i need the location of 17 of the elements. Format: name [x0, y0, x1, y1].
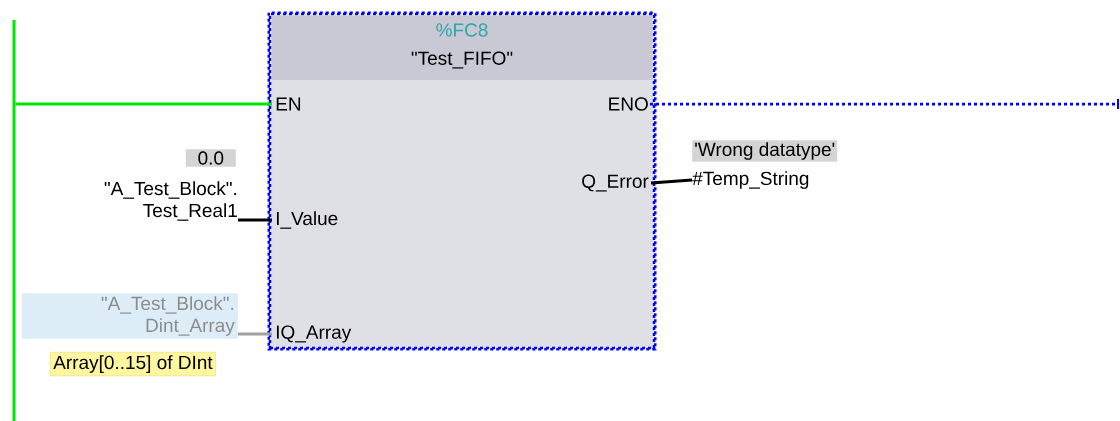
tooltip-box: Array[0..15] of DInt	[50, 352, 216, 377]
wire	[650, 98, 1119, 110]
wire	[238, 218, 272, 222]
value-box: 0.0	[185, 149, 236, 167]
pin-label: EN	[276, 97, 301, 111]
operand-label: #Temp_String	[692, 171, 809, 189]
pin-label: IQ_Array	[276, 325, 352, 343]
power-rail	[12, 20, 16, 421]
operand-label: "A_Test_Block". Test_Real1	[104, 181, 237, 221]
value-box: 'Wrong datatype'	[692, 140, 838, 162]
pin-label: Q_Error	[582, 174, 649, 192]
operand-label: "A_Test_Block". Dint_Array	[21, 293, 238, 339]
wire	[238, 332, 272, 336]
pin-label: I_Value	[276, 211, 338, 229]
wire	[15, 102, 272, 106]
wire	[650, 178, 693, 185]
pin-label: ENO	[609, 97, 648, 111]
